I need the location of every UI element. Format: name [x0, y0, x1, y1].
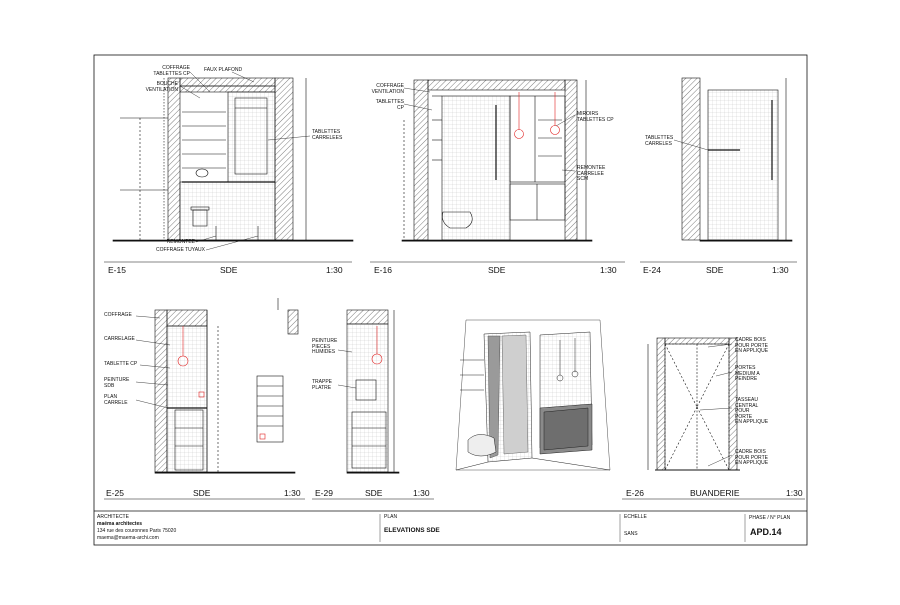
note-e15-tablettes: TABLETTES CARRELEES [312, 129, 343, 141]
plan-label: PLAN [384, 514, 398, 520]
view-scale-e29: 1:30 [413, 488, 430, 498]
view-room-e16: SDE [488, 265, 506, 275]
view-code-e25: E-25 [106, 488, 124, 498]
architect-firm: maéma architectes [97, 521, 143, 527]
note-e16-tablettes: TABLETTES CP [375, 99, 404, 111]
perspective-sketch [455, 319, 611, 471]
elevation-e15 [112, 77, 354, 242]
note-e16-miroirs: MIROIRS TABLETTES CP [577, 111, 614, 123]
phase-label: PHASE / N° PLAN [749, 515, 791, 521]
view-code-e26: E-26 [626, 488, 644, 498]
elevation-e16 [401, 79, 593, 242]
elevation-e24 [681, 77, 793, 242]
view-scale-e15: 1:30 [326, 265, 343, 275]
elevation-e26 [647, 337, 740, 471]
view-code-e15: E-15 [108, 265, 126, 275]
elevation-e25 [154, 298, 299, 474]
view-scale-e26: 1:30 [786, 488, 803, 498]
view-room-e29: SDE [365, 488, 383, 498]
phase-value: APD.14 [750, 527, 782, 537]
note-e25-carrelage: CARRELAGE [104, 336, 135, 342]
note-e15-coffrage: COFFRAGE TABLETTES CP [153, 65, 190, 77]
note-e15-coffrage-tuyaux: COFFRAGE TUYAUX [156, 247, 205, 253]
note-e24-tablettes: TABLETTES CARRELES [645, 135, 674, 147]
note-e15-faux-plafond: FAUX PLAFOND [204, 67, 243, 73]
view-scale-e16: 1:30 [600, 265, 617, 275]
architect-email: maema@maema-archi.com [97, 535, 159, 541]
view-scale-e25: 1:30 [284, 488, 301, 498]
note-e25-tablette: TABLETTE CP [104, 361, 138, 367]
note-e26-cadre-bottom: CADRE BOIS POUR PORTE EN APPLIQUE [735, 449, 769, 466]
view-code-e29: E-29 [315, 488, 333, 498]
note-e25-plan: PLAN CARRELE [104, 394, 128, 406]
note-e25-coffrage: COFFRAGE [104, 312, 132, 318]
note-e26-tasseau: TASSEAU CENTRAL POUR PORTE EN APPLIQUE [735, 397, 769, 425]
scale-label: ECHELLE [624, 514, 647, 520]
view-room-e26: BUANDERIE [690, 488, 740, 498]
elevation-e29 [346, 309, 400, 474]
note-e16-remontee: REMONTEE CARRELEE SCM [577, 165, 606, 182]
scale-value: SANS [624, 531, 638, 537]
note-e25-peinture: PEINTURE SDB [104, 377, 130, 389]
note-e15-bouche: BOUCHE VENTILATION [145, 81, 178, 93]
view-code-e24: E-24 [643, 265, 661, 275]
note-e16-coffrage: COFFRAGE VENTILATION [371, 83, 404, 95]
note-e15-remontee: REMONTEE [166, 239, 195, 245]
view-room-e24: SDE [706, 265, 724, 275]
architect-label: ARCHITECTE [97, 514, 129, 520]
view-room-e25: SDE [193, 488, 211, 498]
view-code-e16: E-16 [374, 265, 392, 275]
title-block-lines [379, 514, 746, 542]
view-room-e15: SDE [220, 265, 238, 275]
note-e26-portes: PORTES MEDIUM A PEINDRE [735, 365, 760, 382]
note-e29-trappe: TRAPPE PLATRE [312, 379, 333, 391]
caption-rules [104, 261, 805, 500]
architect-address: 134 rue des couronnes Paris 75020 [97, 528, 177, 534]
note-e29-peinture: PEINTURE PIECES HUMIDES [312, 338, 338, 355]
note-e26-cadre-top: CADRE BOIS POUR PORTE EN APPLIQUE [735, 337, 769, 354]
view-scale-e24: 1:30 [772, 265, 789, 275]
plan-title: ELEVATIONS SDE [384, 527, 440, 534]
sheet-border [93, 54, 808, 546]
leader-lines [135, 71, 733, 467]
